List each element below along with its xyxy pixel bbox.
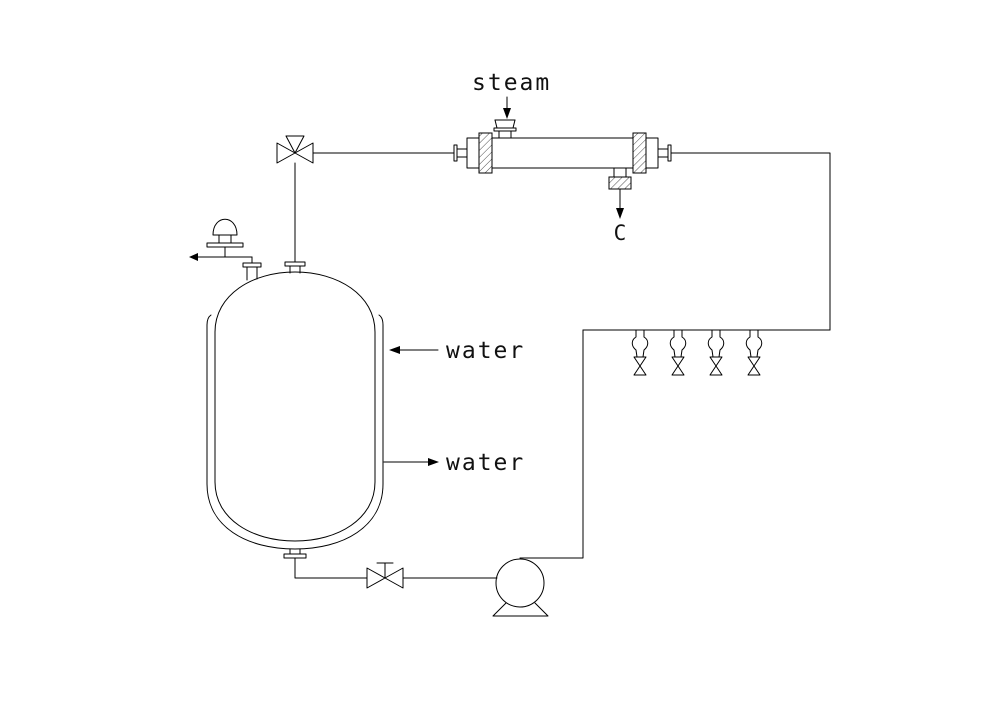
exchanger-left-head (466, 137, 480, 169)
spray-nozzle-valve (745, 329, 763, 376)
exchanger-right-tubesheet (632, 132, 647, 174)
pump-casing (495, 558, 545, 608)
exchanger-left-tubesheet (478, 132, 493, 174)
water-out-label-group: water (383, 450, 525, 476)
circulation-piping (294, 152, 831, 579)
pipe-manifold-to-pump (519, 329, 584, 559)
safety-valve (189, 218, 253, 264)
condensate-arrow-icon (616, 208, 624, 219)
exchanger-right-head (645, 137, 659, 169)
shutoff-valve (366, 562, 404, 589)
steam-line-piping (294, 152, 455, 263)
pump-base (492, 602, 549, 617)
vessel-top-nozzle (284, 261, 306, 274)
steam-label: steam (472, 70, 551, 96)
water-in-label-group: water (389, 338, 525, 364)
jacketed-vessel (206, 261, 384, 559)
exchanger-shell (491, 137, 634, 169)
spray-nozzle-valve (669, 329, 687, 376)
heat-exchanger (453, 119, 672, 190)
condensate-label-group: C (614, 188, 627, 245)
vessel-bottom-nozzle (283, 548, 307, 559)
steam-inlet-nozzle (493, 119, 517, 139)
condensate-label: C (614, 221, 627, 245)
water-in-label: water (446, 338, 525, 364)
safety-valve-flange (206, 242, 244, 248)
pipe-exchanger-to-manifold (670, 152, 831, 331)
steam-label-group: steam (472, 70, 551, 119)
vessel-body (214, 271, 376, 542)
safety-valve-dome (212, 218, 238, 236)
pipe-vessel-to-valve (294, 557, 368, 579)
exchanger-left-nozzle (453, 144, 468, 162)
water-out-arrow-icon (428, 458, 439, 466)
condensate-outlet-nozzle (608, 167, 632, 190)
centrifugal-pump (492, 558, 549, 617)
steam-arrow-icon (503, 108, 511, 119)
three-way-valve (276, 135, 314, 164)
spray-nozzle-valve (707, 329, 725, 376)
spray-nozzle-valve (631, 329, 649, 376)
water-in-arrow-icon (389, 346, 400, 354)
vessel-jacket (206, 314, 384, 550)
exchanger-right-nozzle (657, 144, 672, 162)
water-out-label: water (446, 450, 525, 476)
vent-arrow-icon (189, 253, 198, 261)
spray-nozzle-bank (631, 329, 763, 376)
